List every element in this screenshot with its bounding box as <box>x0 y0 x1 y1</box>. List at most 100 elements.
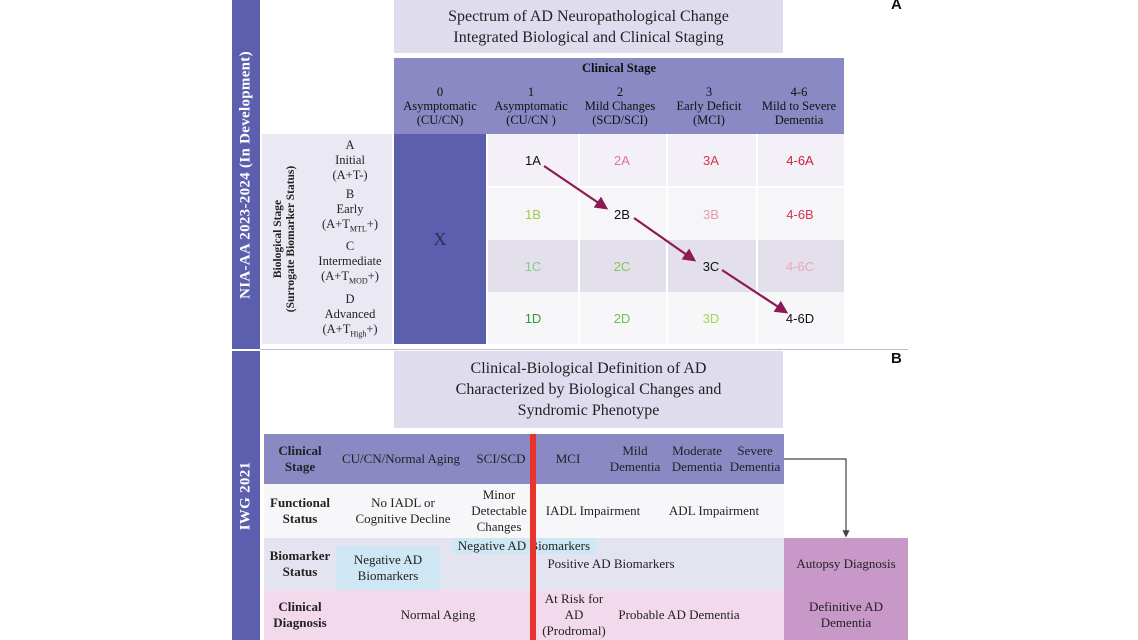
b-biomarker-label-line2: Status <box>282 564 318 579</box>
cell-4-6c: 4-6C <box>785 258 815 274</box>
b-clinical-stage-row: Clinical Stage CU/CN/Normal Aging SCI/SC… <box>264 434 784 484</box>
b-mild-line2: Dementia <box>609 459 661 474</box>
stage-3-header: 3 Early Deficit (MCI) <box>664 80 754 132</box>
stage-3-line1: Early Deficit <box>676 99 742 113</box>
bio-row-d-marker: (A+THigh+) <box>322 322 378 339</box>
bio-row-b-name: Early <box>336 202 364 217</box>
cell-3b: 3B <box>703 206 719 222</box>
b-positive-biomarkers: Positive AD Biomarkers <box>547 556 675 571</box>
stage-0-x-column: X <box>394 134 486 344</box>
b-connector-line <box>784 458 850 538</box>
cell-4-6d: 4-6D <box>785 310 815 326</box>
bio-row-c-letter: C <box>345 239 355 254</box>
cell-3a: 3A <box>703 152 719 168</box>
cell-3d: 3D <box>702 310 720 326</box>
stage-1-header: 1 Asymptomatic (CU/CN ) <box>486 80 576 132</box>
b-functional-label-line2: Status <box>282 511 318 526</box>
b-risk-line1: At Risk for <box>544 591 604 606</box>
cell-1d: 1D <box>524 310 542 326</box>
bio-row-c-name: Intermediate <box>318 254 382 269</box>
panel-a-letter: A <box>891 0 902 13</box>
bio-row-c: C Intermediate (A+TMOD+) <box>308 238 392 290</box>
b-functional-row: Functional Status No IADL or Cognitive D… <box>264 484 784 538</box>
arrow-1a-2b <box>543 165 609 210</box>
stage-3-line2: (MCI) <box>693 113 725 127</box>
b-autopsy-diagnosis: Autopsy Diagnosis <box>784 538 908 590</box>
b-negative-line1: Negative AD <box>353 552 423 567</box>
stage-2-num: 2 <box>616 85 624 99</box>
cell-1c: 1C <box>524 258 542 274</box>
bio-row-a-marker: (A+T-) <box>332 167 368 182</box>
bio-row-a-letter: A <box>345 137 355 152</box>
iwg-side-bar: IWG 2021 <box>232 351 260 640</box>
bio-row-d-letter: D <box>345 292 355 307</box>
arrow-3c-4-6d <box>721 269 789 314</box>
b-stage-mild-dementia: Mild Dementia <box>602 434 668 484</box>
b-functional-no-decline: No IADL or Cognitive Decline <box>340 484 466 538</box>
b-threshold-red-line <box>530 434 536 640</box>
stage-4-6-line1: Mild to Severe <box>761 99 837 113</box>
panel-a-title-line2: Integrated Biological and Clinical Stagi… <box>453 28 724 46</box>
b-stage-normal-aging: CU/CN/Normal Aging <box>341 451 461 466</box>
b-moderate-line2: Dementia <box>671 459 723 474</box>
b-functional-label: Functional Status <box>264 484 336 538</box>
b-functional-adl: ADL Impairment <box>668 503 760 518</box>
panel-divider <box>260 349 908 350</box>
panel-b-title-line3: Syndromic Phenotype <box>517 402 660 419</box>
stage-0-line2: (CU/CN) <box>416 113 464 127</box>
bio-row-a-name: Initial <box>335 152 365 167</box>
b-biomarker-label: Biomarker Status <box>264 538 336 590</box>
b-definitive-line2: Dementia <box>820 615 872 630</box>
b-risk-line3: (Prodromal) <box>542 623 606 638</box>
clinical-stage-header: Clinical Stage 0 Asymptomatic (CU/CN) 1 … <box>394 58 844 134</box>
panel-b-title-line1: Clinical-Biological Definition of AD <box>470 360 707 377</box>
b-functional-label-line1: Functional <box>270 495 330 510</box>
stage-1-line2: (CU/CN ) <box>506 113 556 127</box>
panel-b-title: Clinical-Biological Definition of AD Cha… <box>394 351 783 428</box>
stage-0-header: 0 Asymptomatic (CU/CN) <box>394 80 486 132</box>
b-negative-biomarkers-band: Negative AD Biomarkers <box>452 538 596 554</box>
panel-a-title-line1: Spectrum of AD Neuropathological Change <box>448 7 729 25</box>
b-functional-c2-line2: Detectable <box>471 503 527 518</box>
bio-row-b-letter: B <box>345 187 355 202</box>
b-diagnosis-row: Clinical Diagnosis Normal Aging At Risk … <box>264 590 784 640</box>
cell-2a: 2A <box>614 152 630 168</box>
cell-1b: 1B <box>525 206 541 222</box>
b-clinical-stage-label-line1: Clinical <box>278 443 322 458</box>
cell-1a: 1A <box>525 152 541 168</box>
b-stage-moderate-dementia: Moderate Dementia <box>668 434 726 484</box>
b-stage-sci-scd: SCI/SCD <box>476 451 526 466</box>
b-clinical-stage-label-line2: Stage <box>284 459 316 474</box>
b-negative-biomarkers: Negative AD Biomarkers <box>336 546 440 590</box>
b-moderate-line1: Moderate <box>672 443 722 458</box>
panel-a-title: Spectrum of AD Neuropathological Change … <box>394 0 783 53</box>
b-risk-line2: AD <box>564 607 584 622</box>
bio-row-d-name: Advanced <box>324 307 376 322</box>
grid-divider-3 <box>756 134 758 344</box>
b-stage-mci: MCI <box>555 451 581 466</box>
b-at-risk-prodromal: At Risk for AD (Prodromal) <box>538 590 610 640</box>
bio-row-d: D Advanced (A+THigh+) <box>308 290 392 344</box>
b-functional-c1-line1: No IADL or <box>371 495 435 510</box>
b-normal-aging: Normal Aging <box>400 607 476 622</box>
b-biomarker-row: Biomarker Status Negative AD Biomarkers … <box>264 538 784 590</box>
b-negative-line2: Biomarkers <box>357 568 419 583</box>
b-diagnosis-label-line2: Diagnosis <box>273 615 327 630</box>
stage-2-line2: (SCD/SCI) <box>592 113 648 127</box>
b-functional-minor-changes: Minor Detectable Changes <box>466 484 532 538</box>
nia-aa-side-bar: NIA-AA 2023-2024 (In Development) <box>232 0 260 349</box>
stage-3-num: 3 <box>705 85 713 99</box>
b-functional-c2-line1: Minor <box>482 487 516 502</box>
b-severe-line2: Dementia <box>729 459 781 474</box>
b-mild-line1: Mild <box>622 443 648 458</box>
stage-2-line1: Mild Changes <box>584 99 656 113</box>
grid-divider-1 <box>578 134 580 344</box>
panel-b-title-line2: Characterized by Biological Changes and <box>455 381 722 398</box>
bio-row-b: B Early (A+TMTL+) <box>308 186 392 238</box>
panel-b-letter: B <box>891 350 902 367</box>
b-functional-c1-line2: Cognitive Decline <box>355 511 451 526</box>
bio-row-c-marker: (A+TMOD+) <box>321 269 379 286</box>
b-biomarker-label-line1: Biomarker <box>269 548 331 563</box>
clinical-stage-label: Clinical Stage <box>582 60 656 75</box>
